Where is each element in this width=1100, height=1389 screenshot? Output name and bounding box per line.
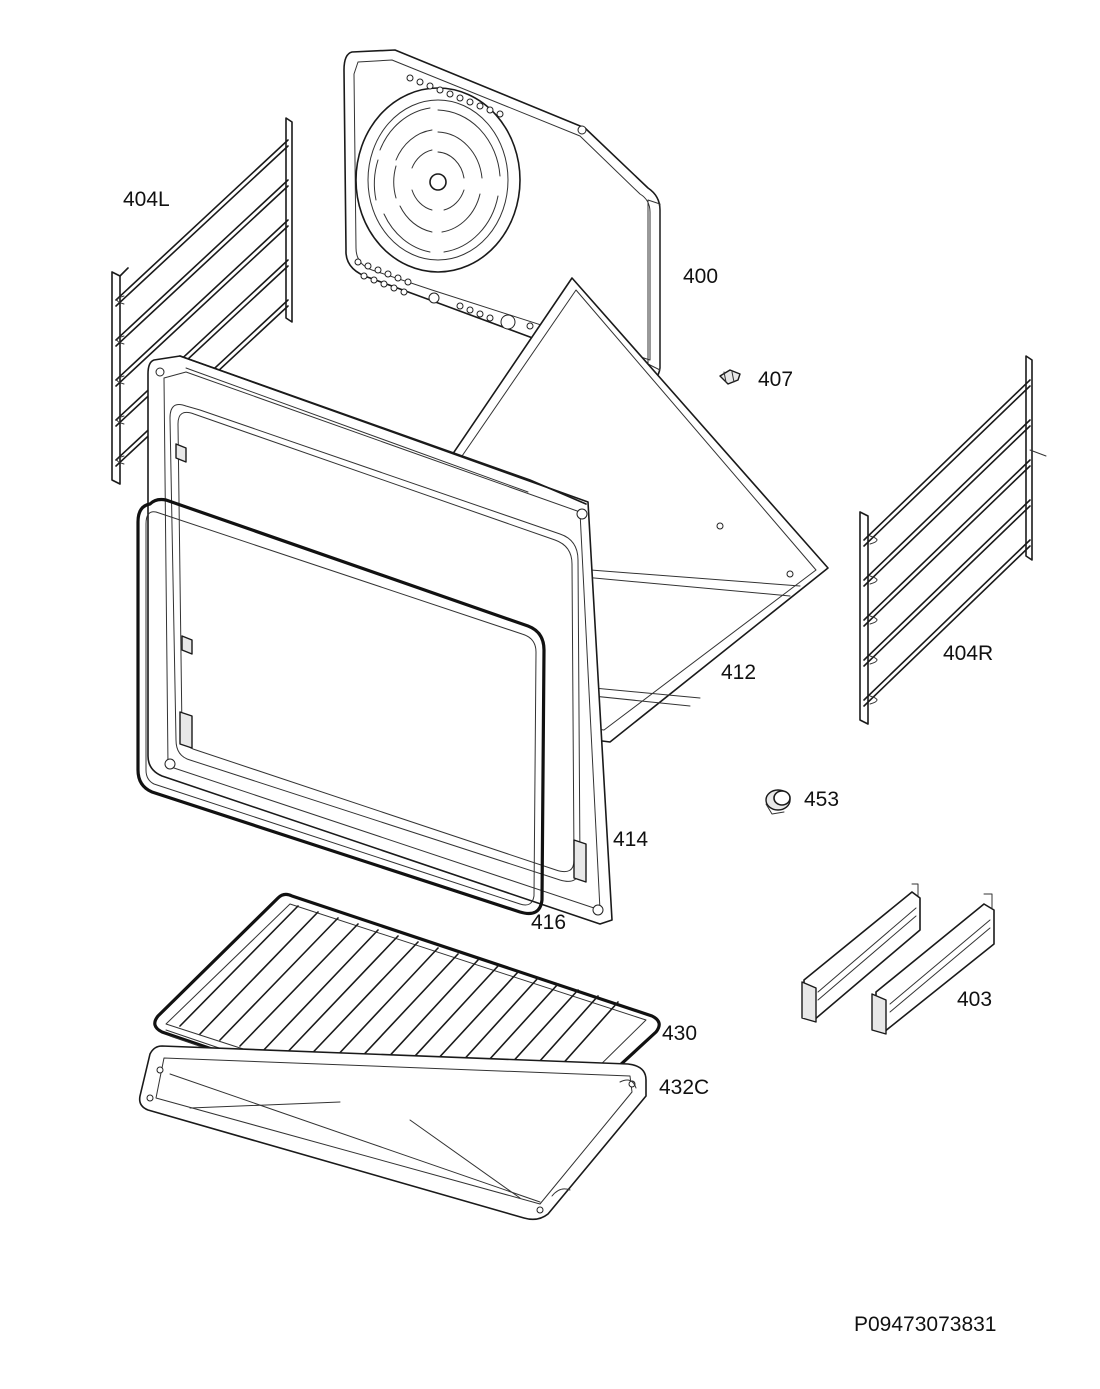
label-453: 453 [804,788,839,811]
part-414-door-frame[interactable] [147,355,613,925]
part-404R-right-shelf-support[interactable] [859,355,1047,725]
label-432C: 432C [659,1076,709,1099]
part-453-lamp[interactable] [765,789,791,815]
part-407-clip[interactable] [719,369,741,385]
label-404L: 404L [123,188,170,211]
label-412: 412 [721,661,756,684]
vent-holes-top [406,74,587,135]
part-403-telescopic-runners[interactable] [801,883,995,1035]
label-400: 400 [683,265,718,288]
document-id: P09473073831 [854,1313,996,1336]
label-404R: 404R [943,642,993,665]
label-403: 403 [957,988,992,1011]
label-416: 416 [531,911,566,934]
part-432C-tray[interactable] [138,1045,647,1221]
part-416-door-gasket[interactable] [136,497,546,916]
fan-guard-icon [355,87,521,273]
label-430: 430 [662,1022,697,1045]
label-407: 407 [758,368,793,391]
label-414: 414 [613,828,648,851]
